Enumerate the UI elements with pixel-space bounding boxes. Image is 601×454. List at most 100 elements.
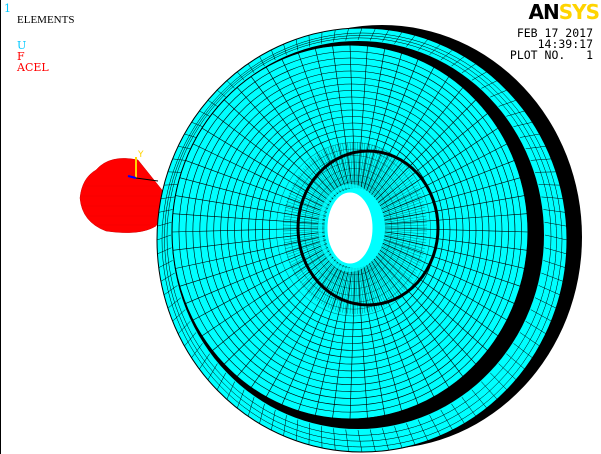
rim-mesh-line — [490, 372, 508, 391]
rim-mesh-line — [237, 71, 245, 81]
rim-mesh-line — [498, 99, 517, 107]
rim-mesh-line — [158, 209, 173, 213]
rim-mesh-line — [191, 121, 203, 127]
hub-mesh-line — [380, 182, 417, 207]
rim-mesh-line — [157, 222, 172, 227]
hub-mesh-line — [304, 256, 335, 290]
hub-mesh-line — [374, 258, 402, 294]
hub-mesh-line — [374, 257, 404, 292]
disc-mesh-spoke — [357, 267, 368, 419]
disc-mesh-spoke — [379, 249, 499, 337]
disc-mesh-spoke — [223, 99, 334, 200]
hub-mesh-line — [352, 267, 355, 314]
rim-mesh-line — [247, 63, 255, 74]
disc-mesh-spoke — [382, 160, 515, 213]
center-bore — [324, 189, 376, 267]
hub-mesh-line — [303, 255, 334, 288]
disc-mesh-spoke — [179, 177, 327, 217]
hub-mesh-line — [364, 146, 378, 190]
legend-item-u: U — [17, 39, 27, 52]
disc-mesh-spoke — [201, 127, 331, 207]
hub-mesh-line — [299, 172, 333, 203]
disc-mesh-spoke — [371, 76, 450, 195]
hub-mesh-line — [381, 246, 419, 269]
hub-mesh-line — [384, 221, 427, 226]
rim-mesh-line — [429, 415, 441, 436]
hub-mesh-line — [371, 261, 396, 300]
disc-mesh-spoke — [366, 264, 419, 405]
hub-mesh-line — [381, 190, 420, 211]
hub-mesh-line — [382, 192, 421, 212]
disc-mesh-spoke — [383, 239, 521, 287]
disc-mesh-spoke — [179, 239, 327, 287]
hub-mesh-line — [291, 187, 329, 210]
rim-mesh-ring — [166, 37, 552, 436]
hub-mesh-line — [337, 144, 348, 190]
hub-mesh-line — [349, 267, 354, 314]
hub-mesh-line — [380, 249, 417, 274]
rim-mesh-line — [394, 31, 403, 44]
hub-mesh-line — [303, 168, 334, 201]
hub-mesh-line — [352, 142, 355, 189]
disc-mesh-spoke — [363, 266, 402, 412]
rim-mesh-line — [216, 89, 226, 98]
hub-mesh-line — [323, 150, 342, 193]
rim-mesh-line — [506, 353, 525, 370]
rim-mesh-line — [506, 110, 525, 117]
rim-mesh-line — [544, 222, 567, 227]
rim-mesh-line — [172, 158, 186, 161]
hub-mesh-line — [298, 252, 332, 282]
hub-mesh-line — [306, 164, 336, 199]
window-number: 1 — [4, 2, 11, 15]
hub-mesh-line — [371, 156, 396, 195]
disc-mesh-spoke — [314, 267, 350, 416]
hub-mesh-line — [325, 264, 343, 307]
hub-mesh-line — [376, 168, 407, 201]
hub-mesh-line — [301, 170, 333, 202]
plot-time: 14:39:17 — [537, 37, 593, 51]
rim-mesh-line — [259, 56, 265, 67]
hub-mesh-line — [367, 149, 385, 192]
disc-mesh-spoke — [373, 258, 464, 377]
hub-mesh-line — [349, 142, 354, 189]
rim-mesh-line — [207, 100, 218, 107]
disc-mesh-spoke — [360, 48, 386, 189]
rim-mesh-line — [440, 49, 453, 61]
hub-mesh-line — [373, 259, 400, 296]
hub-mesh-line — [356, 142, 361, 189]
hub-mesh-line — [383, 238, 425, 252]
hub-mesh-line — [344, 142, 351, 189]
disc-mesh-spoke — [363, 52, 402, 190]
hub-mesh-line — [369, 262, 392, 303]
hub-mesh-line — [372, 158, 398, 196]
hub-mesh-line — [368, 263, 387, 306]
hub-mesh-line — [330, 265, 345, 309]
hub-mesh-line — [373, 160, 400, 197]
hub-mesh-line — [347, 267, 352, 314]
rim-mesh-line — [530, 309, 552, 322]
hub-mesh-line — [295, 250, 331, 277]
triad-y-label: Y — [137, 150, 144, 160]
hub-mesh-line — [382, 242, 422, 261]
disc-mesh-spoke — [265, 66, 342, 193]
disc-mesh-spoke — [265, 263, 342, 398]
hub-mesh-line — [363, 145, 375, 190]
disc-mesh-spoke — [172, 213, 326, 225]
hub-mesh-line — [378, 252, 412, 282]
disc-mesh-spoke — [175, 195, 326, 221]
hub-mesh-line — [368, 150, 387, 193]
hub-mesh-line — [318, 262, 341, 303]
hub-mesh-line — [384, 229, 427, 232]
hub-mesh-line — [379, 179, 415, 206]
rim-mesh-line — [178, 145, 191, 149]
hub-mesh-line — [339, 267, 349, 313]
rim-mesh-line — [417, 419, 429, 441]
disc-mesh-spoke — [192, 246, 329, 321]
rim-mesh-line — [226, 80, 235, 89]
rim-mesh-ring — [164, 35, 557, 442]
hub-mesh-line — [321, 152, 342, 193]
hub-mesh-line — [316, 261, 340, 301]
rim-mesh-line — [525, 321, 546, 334]
rim-mesh-line — [440, 409, 453, 431]
